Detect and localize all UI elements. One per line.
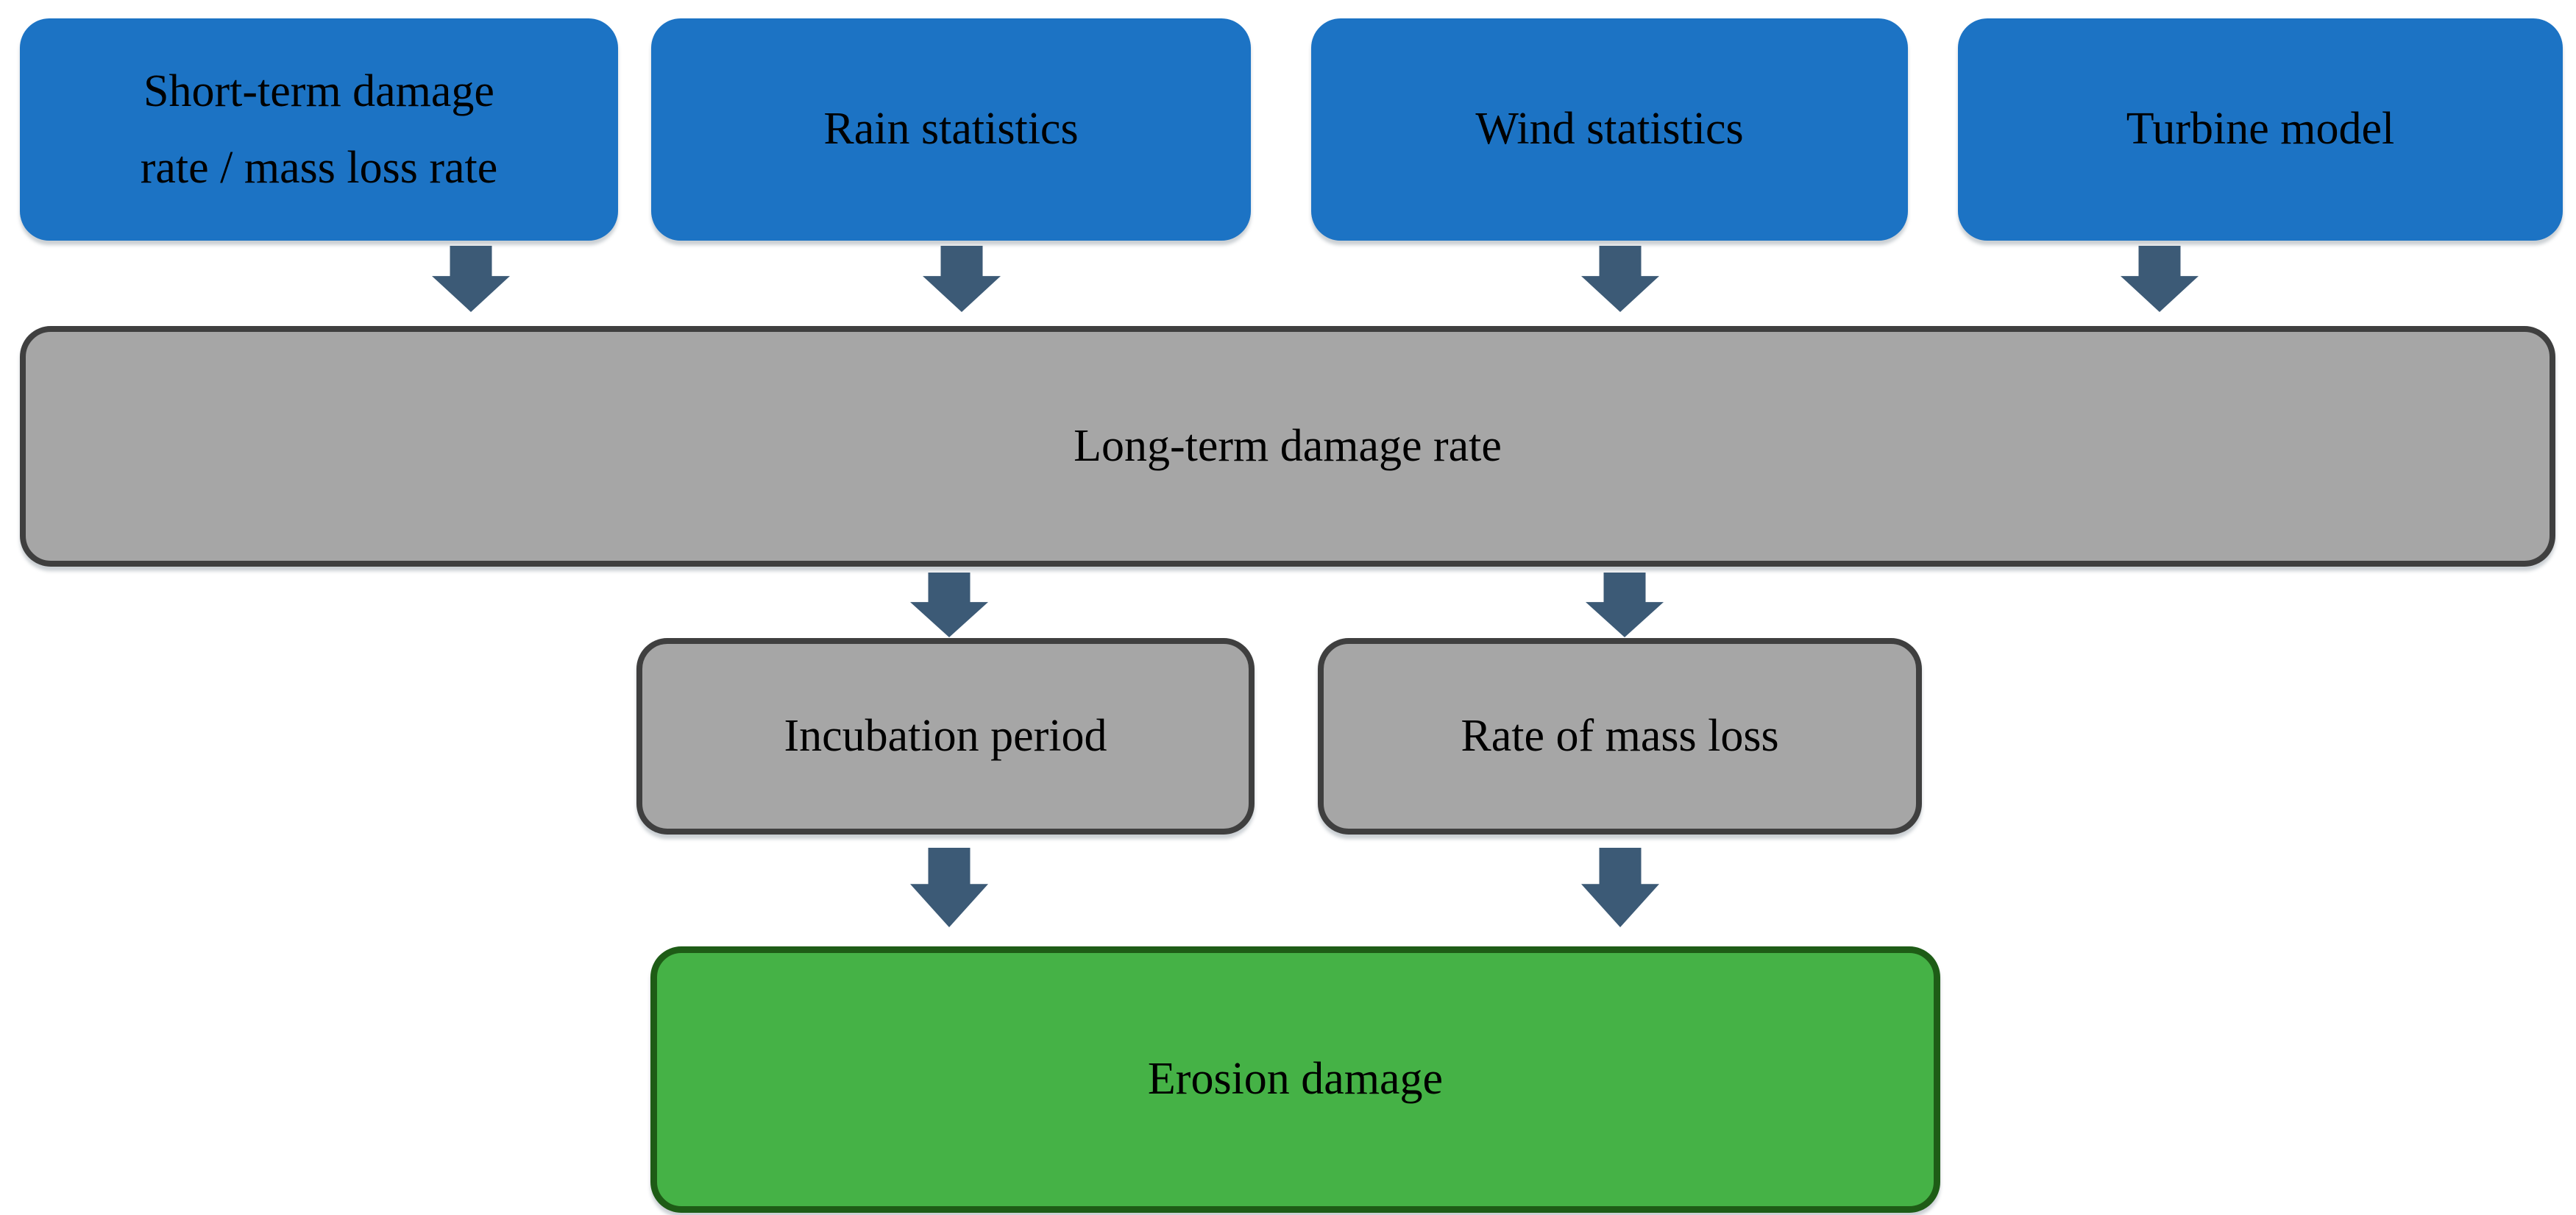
down-arrow-shape — [910, 848, 988, 927]
down-arrow-shape — [910, 573, 988, 637]
node-turbine-model: Turbine model — [1958, 18, 2563, 241]
node-label: Short-term damage rate / mass loss rate — [141, 53, 498, 206]
down-arrow-shape — [1581, 848, 1659, 927]
down-arrow-icon — [1586, 573, 1664, 637]
node-long-term-damage-rate: Long-term damage rate — [20, 326, 2555, 567]
node-label-line2: rate / mass loss rate — [140, 143, 498, 193]
node-label: Rain statistics — [823, 104, 1079, 155]
node-rain-statistics: Rain statistics — [651, 18, 1251, 241]
node-short-term-damage-rate: Short-term damage rate / mass loss rate — [20, 18, 618, 241]
down-arrow-icon — [432, 246, 510, 312]
node-rate-of-mass-loss: Rate of mass loss — [1318, 638, 1922, 835]
down-arrow-icon — [910, 573, 988, 637]
down-arrow-icon — [910, 848, 988, 927]
down-arrow-shape — [2121, 246, 2199, 312]
node-label: Turbine model — [2126, 104, 2395, 155]
node-label: Rate of mass loss — [1461, 710, 1779, 761]
node-label: Incubation period — [784, 710, 1107, 761]
down-arrow-shape — [432, 246, 510, 312]
node-label: Wind statistics — [1475, 104, 1744, 155]
node-label: Long-term damage rate — [1074, 420, 1502, 471]
node-label-line1: Short-term damage — [143, 65, 494, 116]
node-wind-statistics: Wind statistics — [1311, 18, 1908, 241]
down-arrow-icon — [1581, 246, 1659, 312]
down-arrow-icon — [923, 246, 1001, 312]
node-erosion-damage: Erosion damage — [650, 946, 1940, 1213]
node-label: Erosion damage — [1147, 1054, 1444, 1105]
down-arrow-shape — [923, 246, 1001, 312]
node-incubation-period: Incubation period — [636, 638, 1255, 835]
down-arrow-shape — [1586, 573, 1664, 637]
down-arrow-shape — [1581, 246, 1659, 312]
down-arrow-icon — [2121, 246, 2199, 312]
down-arrow-icon — [1581, 848, 1659, 927]
